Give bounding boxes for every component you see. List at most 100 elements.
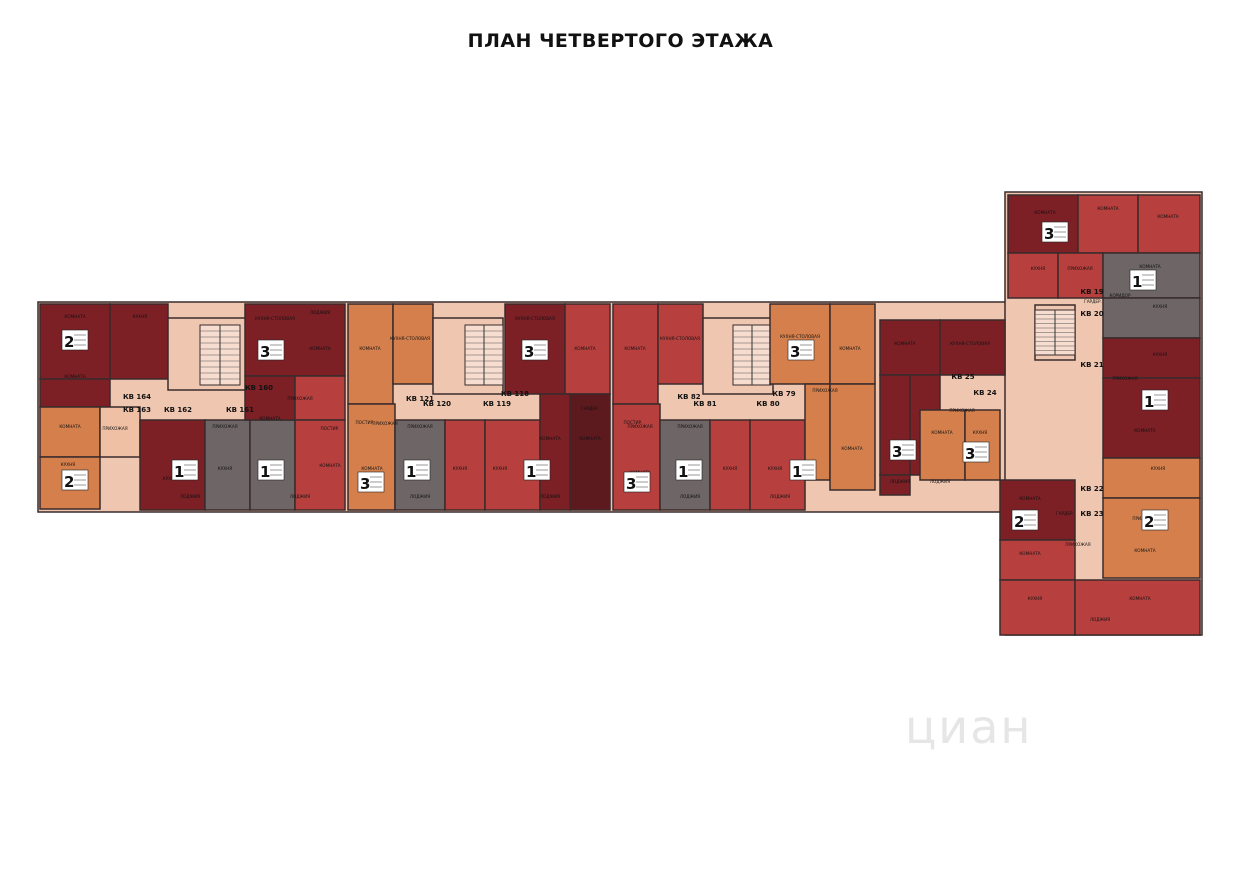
- apartment-room: [564, 303, 611, 395]
- apartment-tag: КВ 19: [1080, 288, 1103, 296]
- apartment-room: [347, 303, 394, 405]
- room-label: ЛОДЖИЯ: [890, 479, 910, 484]
- room-label: КОМНАТА: [1134, 548, 1155, 553]
- apartment-room: [294, 419, 346, 511]
- apartment-room: [539, 393, 571, 511]
- room-count: 1: [1144, 393, 1154, 411]
- room-label: КОМНАТА: [64, 314, 85, 319]
- room-count: 1: [406, 463, 416, 481]
- apartment-room: [1057, 252, 1104, 299]
- apartment-tag: КВ 22: [1080, 485, 1103, 493]
- room-count: 3: [360, 475, 370, 493]
- room-label: ПРИХОЖАЯ: [812, 388, 837, 393]
- room-label: КОМНАТА: [539, 436, 560, 441]
- room-label: ПРИХОЖАЯ: [1065, 542, 1090, 547]
- room-count: 1: [792, 463, 802, 481]
- apartment-tag: КВ 81: [693, 400, 716, 408]
- apartment-room: [392, 303, 434, 385]
- room-label: КОМНАТА: [894, 341, 915, 346]
- room-count: 2: [1014, 513, 1024, 531]
- apartment-badge: 3: [1041, 221, 1069, 243]
- apartment-room: [829, 383, 876, 491]
- apartment-room: [657, 303, 704, 385]
- room-label: ПОСТИР.: [321, 426, 340, 431]
- room-count: 3: [965, 445, 975, 463]
- apartment-badge: 3: [962, 441, 990, 463]
- apartment-room: [879, 319, 941, 376]
- apartment-room: [347, 403, 396, 511]
- page-title: ПЛАН ЧЕТВЕРТОГО ЭТАЖА: [467, 30, 774, 52]
- room-label: ПРИХОЖАЯ: [949, 408, 974, 413]
- apartment-room: [1102, 297, 1201, 339]
- apartment-badge: 2: [1011, 509, 1039, 531]
- room-label: ПРИХОЖАЯ: [287, 396, 312, 401]
- apartment-badge: 1: [257, 459, 285, 481]
- apartment-badge: 1: [675, 459, 703, 481]
- staircase: [732, 324, 772, 386]
- room-count: 2: [1144, 513, 1154, 531]
- room-label: КУХНЯ: [1028, 596, 1043, 601]
- room-count: 3: [892, 443, 902, 461]
- apartment-room: [879, 474, 911, 496]
- room-label: КУХНЯ-СТОЛОВАЯ: [660, 336, 700, 341]
- apartment-badge: 3: [787, 339, 815, 361]
- room-label: ГАРДЕР.: [581, 406, 599, 411]
- apartment-tag: КВ 160: [245, 384, 273, 392]
- room-label: КУХНЯ: [61, 462, 76, 467]
- apartment-room: [1074, 579, 1201, 636]
- room-label: ПРИХОЖАЯ: [102, 426, 127, 431]
- room-label: КУХНЯ: [163, 476, 178, 481]
- apartment-room: [99, 406, 141, 458]
- room-label: КОМНАТА: [1019, 496, 1040, 501]
- room-label: КОМНАТА: [1134, 428, 1155, 433]
- room-count: 3: [626, 475, 636, 493]
- apartment-room: [829, 303, 876, 385]
- apartment-room: [204, 419, 251, 511]
- room-label: КУХНЯ: [493, 466, 508, 471]
- room-label: ПОСТИР.: [356, 420, 375, 425]
- room-count: 2: [64, 333, 74, 351]
- apartment-room: [612, 303, 659, 405]
- room-label: ЛОДЖИЯ: [290, 494, 310, 499]
- room-label: КОМНАТА: [1129, 596, 1150, 601]
- apartment-badge: 1: [523, 459, 551, 481]
- room-label: КУХНЯ: [1031, 266, 1046, 271]
- room-label: КУХНЯ-СТОЛОВАЯ: [515, 316, 555, 321]
- room-label: ПРИХОЖАЯ: [1067, 266, 1092, 271]
- room-label: КОМНАТА: [259, 416, 280, 421]
- apartment-room: [39, 378, 111, 408]
- room-label: КУХНЯ: [218, 466, 233, 471]
- apartment-badge: 3: [357, 471, 385, 493]
- room-label: ПОСТИР.: [624, 420, 643, 425]
- watermark: циан: [905, 700, 1033, 754]
- room-label: КОМНАТА: [319, 463, 340, 468]
- apartment-room: [1102, 457, 1201, 499]
- room-label: ПРИХОЖАЯ: [212, 424, 237, 429]
- room-label: КОМНАТА: [574, 346, 595, 351]
- staircase: [1034, 309, 1076, 356]
- apartment-tag: КВ 118: [501, 390, 529, 398]
- apartment-room: [39, 406, 101, 458]
- apartment-room: [1077, 194, 1139, 254]
- room-label: КОМНАТА: [839, 346, 860, 351]
- apartment-tag: КВ 79: [772, 390, 795, 398]
- room-label: ЛОДЖИЯ: [770, 494, 790, 499]
- apartment-badge: 2: [1141, 509, 1169, 531]
- apartment-badge: 1: [403, 459, 431, 481]
- room-label: КОМНАТА: [64, 374, 85, 379]
- apartment-badge: 1: [1129, 269, 1157, 291]
- room-label: КОМНАТА: [1157, 214, 1178, 219]
- room-label: КОМНАТА: [624, 346, 645, 351]
- room-label: КУХНЯ: [723, 466, 738, 471]
- room-label: КОМНАТА: [359, 346, 380, 351]
- room-label: ЛОДЖИЯ: [1090, 617, 1110, 622]
- apartment-tag: КВ 82: [677, 393, 700, 401]
- apartment-tag: КВ 161: [226, 406, 254, 414]
- room-label: КОМНАТА: [579, 436, 600, 441]
- apartment-room: [1102, 337, 1201, 379]
- room-label: КОМНАТА: [309, 346, 330, 351]
- apartment-room: [244, 375, 296, 421]
- apartment-room: [919, 409, 966, 481]
- room-label: КОМНАТА: [841, 446, 862, 451]
